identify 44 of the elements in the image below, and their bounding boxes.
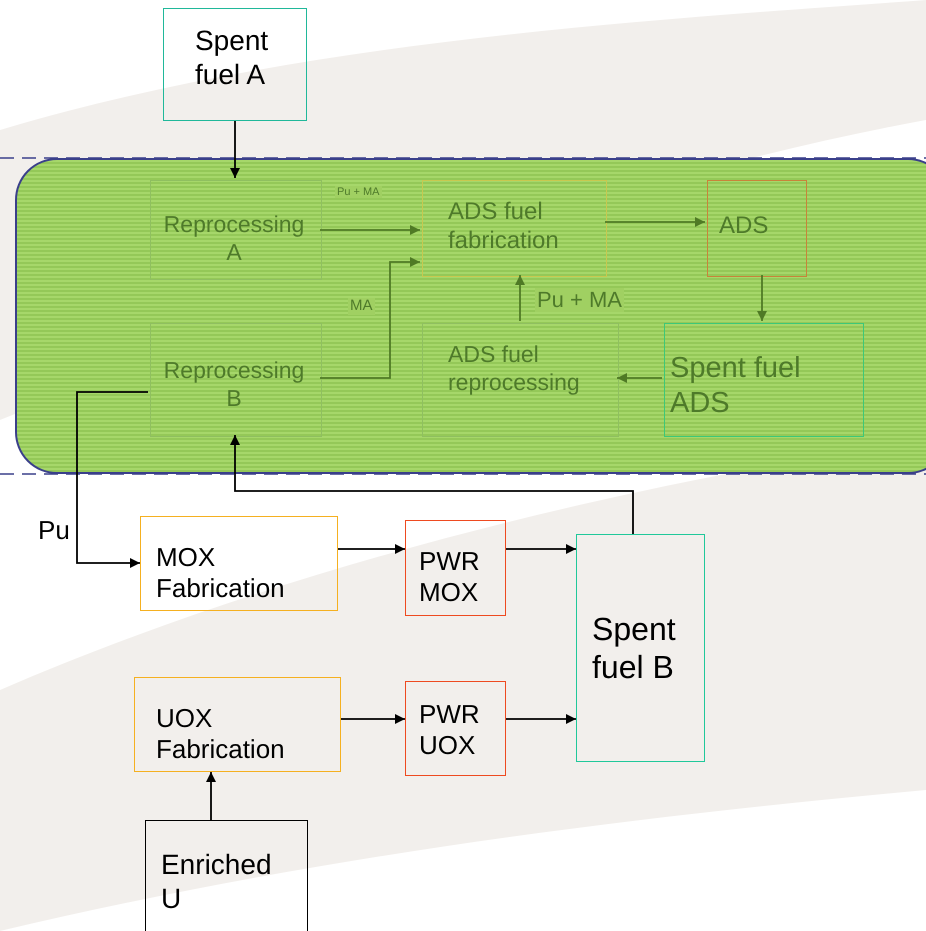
node-label: UOX Fabrication (156, 703, 286, 766)
arrow (206, 772, 216, 820)
rounded-region (15, 158, 926, 474)
process-box (707, 180, 807, 277)
node-label: ADS (719, 212, 770, 241)
arrow (757, 275, 767, 321)
arrow (320, 257, 420, 379)
node-label: Enriched U (161, 848, 273, 916)
arrow (506, 544, 576, 554)
process-box (163, 8, 307, 121)
node-label: MOX Fabrication (156, 542, 286, 604)
process-box (145, 820, 308, 931)
process-box (405, 520, 506, 616)
arrow (338, 544, 405, 554)
node-label: Spent fuel B (592, 610, 677, 687)
arrow (617, 373, 662, 383)
node-label: ADS fuel reprocessing (448, 341, 581, 396)
arrow (76, 391, 148, 568)
node-label: Spent fuel A (195, 24, 270, 92)
edge-label: MA (348, 298, 374, 314)
arrow (341, 714, 405, 724)
edge-label: Pu + MA (335, 186, 382, 198)
process-box (150, 180, 322, 280)
arrow (230, 435, 634, 534)
process-box (140, 516, 338, 611)
node-label: Reprocessing A (162, 211, 306, 266)
process-box (422, 180, 607, 277)
arrow (506, 714, 576, 724)
arrow (320, 225, 420, 235)
process-box (664, 323, 864, 437)
edge-label: Pu + MA (535, 288, 624, 312)
process-box (134, 677, 341, 772)
arrow (605, 217, 705, 227)
arrow (230, 121, 240, 178)
process-box (150, 323, 322, 437)
node-label: Reprocessing B (162, 357, 306, 412)
process-box (405, 681, 506, 776)
node-label: PWR UOX (419, 699, 481, 762)
process-box (422, 323, 619, 437)
node-label: PWR MOX (419, 546, 481, 608)
process-box (576, 534, 705, 762)
node-label: ADS fuel fabrication (448, 198, 560, 256)
arrow (515, 275, 525, 321)
node-label: Spent fuel ADS (670, 351, 802, 421)
